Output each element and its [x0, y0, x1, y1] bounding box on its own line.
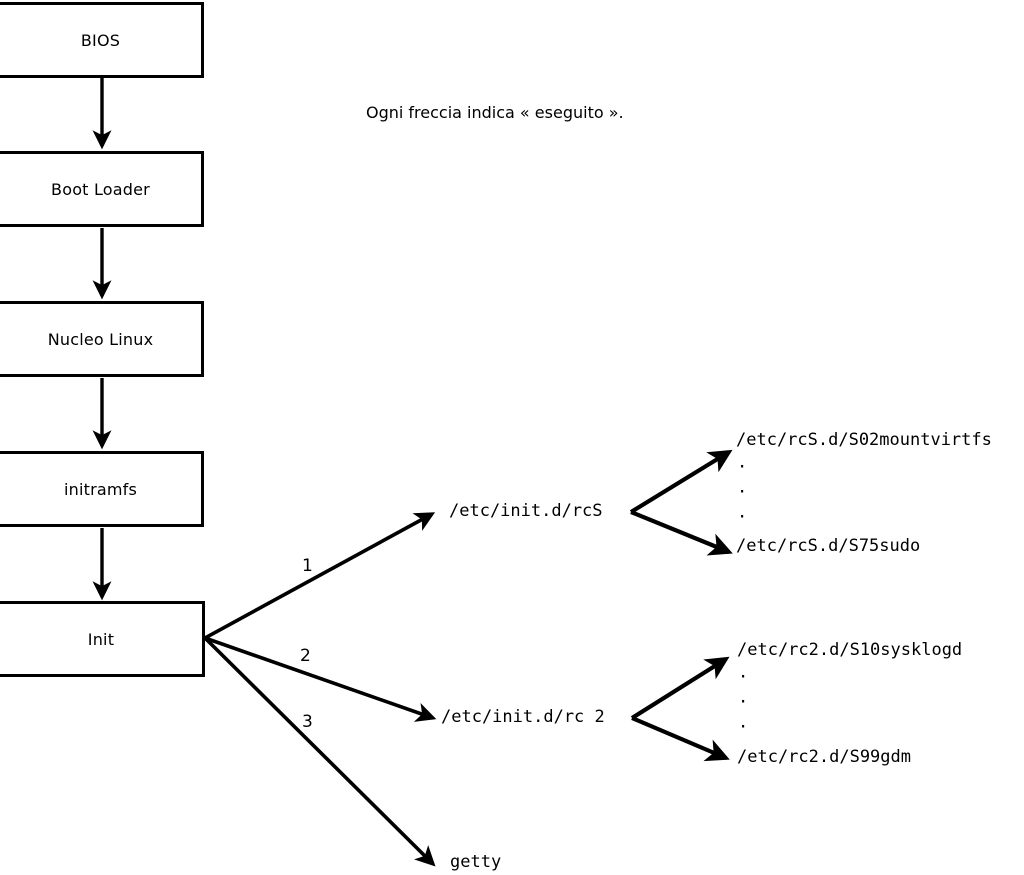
node-initramfs-label: initramfs	[63, 479, 138, 499]
diagram-caption: Ogni freccia indica « eseguito ».	[366, 103, 624, 122]
edge-number-1: 1	[302, 556, 313, 576]
label-etc-init-d-rcs[interactable]: /etc/init.d/rcS	[449, 501, 603, 521]
node-bios-label: BIOS	[80, 30, 121, 50]
arrow-rcs-to-first-script	[629, 449, 733, 514]
arrow-rcs-to-last-script	[630, 510, 733, 556]
label-etc-init-d-rc2[interactable]: /etc/init.d/rc 2	[441, 707, 605, 727]
node-boot-loader-label: Boot Loader	[51, 179, 150, 199]
edge-number-3: 3	[302, 712, 313, 732]
rc2-ellipsis-dot-1: ·	[738, 667, 749, 687]
label-rc2-last-script[interactable]: /etc/rc2.d/S99gdm	[737, 747, 911, 767]
label-rcs-last-script[interactable]: /etc/rcS.d/S75sudo	[736, 536, 921, 556]
rcs-ellipsis-dot-3: ·	[737, 507, 748, 527]
rcs-ellipsis-dot-2: ·	[737, 482, 748, 502]
label-rcs-first-script[interactable]: /etc/rcS.d/S02mountvirtfs	[736, 430, 992, 450]
arrow-rc2-to-last-script	[631, 716, 730, 762]
arrow-init-to-rc2	[204, 636, 437, 722]
arrow-rc2-to-first-script	[630, 656, 730, 720]
label-rc2-first-script[interactable]: /etc/rc2.d/S10sysklogd	[737, 640, 963, 660]
rcs-ellipsis-dot-1: ·	[737, 457, 748, 477]
node-initramfs[interactable]: initramfs	[0, 451, 204, 527]
rc2-ellipsis-dot-3: ·	[738, 717, 749, 737]
rc2-ellipsis: · · ·	[738, 665, 748, 740]
node-nucleo-linux[interactable]: Nucleo Linux	[0, 301, 204, 377]
node-nucleo-linux-label: Nucleo Linux	[47, 329, 154, 349]
node-init[interactable]: Init	[0, 601, 205, 677]
arrow-init-to-rcs	[204, 512, 436, 640]
node-bios[interactable]: BIOS	[0, 2, 204, 78]
arrow-init-to-getty	[203, 636, 436, 867]
node-boot-loader[interactable]: Boot Loader	[0, 151, 204, 227]
node-init-label: Init	[87, 629, 115, 649]
edge-number-2: 2	[300, 646, 311, 666]
rc2-ellipsis-dot-2: ·	[738, 692, 749, 712]
label-getty[interactable]: getty	[450, 852, 502, 872]
rcs-ellipsis: · · ·	[737, 455, 747, 530]
